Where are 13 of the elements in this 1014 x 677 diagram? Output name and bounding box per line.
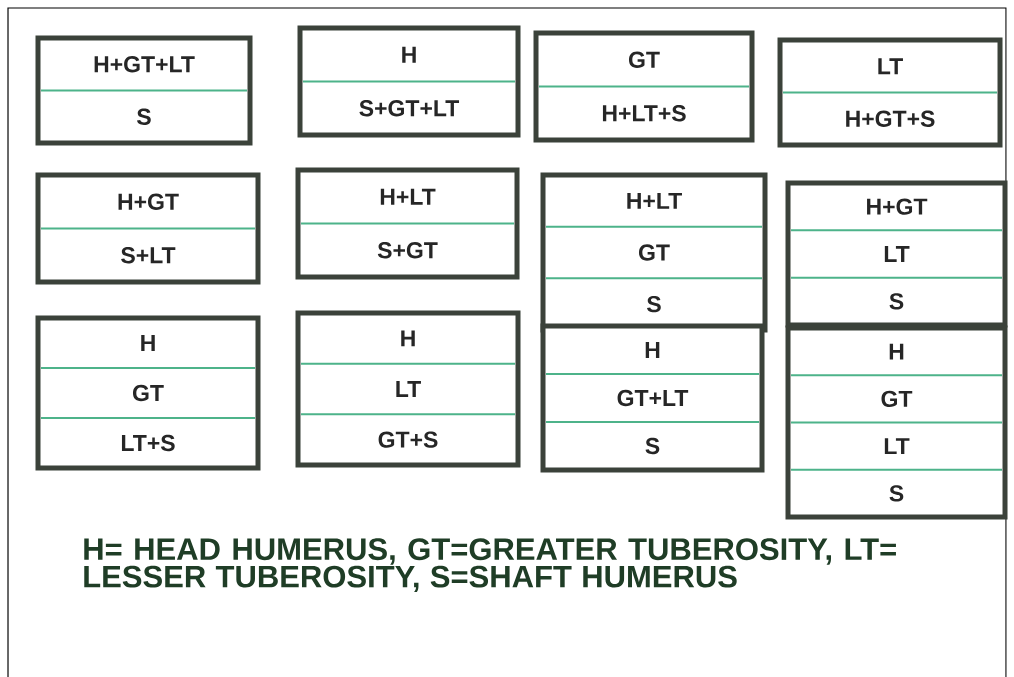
fragment-box: H+GT LT S bbox=[785, 180, 1008, 328]
fragment-box: H LT GT+S bbox=[295, 310, 521, 468]
fragment-box: H GT LT+S bbox=[35, 315, 261, 471]
fragment-box: H S+GT+LT bbox=[297, 25, 521, 138]
fragment-box: H GT LT S bbox=[785, 325, 1008, 520]
fragment-box: H GT+LT S bbox=[540, 323, 765, 473]
fragment-box: H+GT S+LT bbox=[35, 172, 261, 285]
fragment-box: H+LT S+GT bbox=[295, 167, 520, 280]
fragment-box: GT H+LT+S bbox=[533, 30, 755, 143]
fragment-box: H+LT GT S bbox=[540, 172, 768, 333]
fragment-box: LT H+GT+S bbox=[777, 37, 1003, 148]
fragment-box: H+GT+LT S bbox=[35, 35, 253, 146]
key-text: H= HEAD HUMERUS, GT=GREATER TUBEROSITY, LT= LESSER TUBEROSITY, S=SHAFT HUMERUS bbox=[84, 538, 896, 593]
